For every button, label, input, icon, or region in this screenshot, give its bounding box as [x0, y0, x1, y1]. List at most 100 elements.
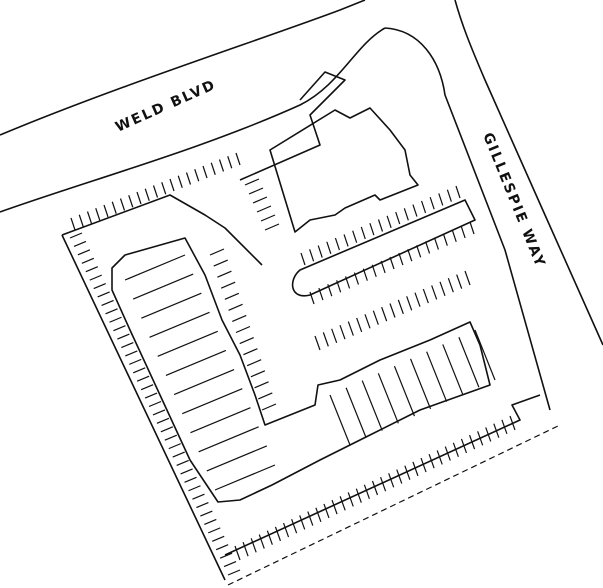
parking-stall [431, 285, 438, 300]
unit-divider [377, 373, 399, 424]
parking-stall [460, 438, 468, 454]
parking-stall [291, 519, 298, 534]
parking-stall [156, 417, 170, 424]
parking-stall [353, 272, 360, 285]
parking-stall [194, 169, 200, 182]
parking-stall [185, 172, 192, 185]
parking-stall [246, 359, 262, 367]
parking-stall [299, 515, 306, 530]
parking-stall [389, 256, 395, 270]
parking-stall [117, 333, 130, 340]
parking-stall [381, 306, 388, 322]
parking-stall [258, 392, 273, 400]
parking-stall [318, 287, 324, 301]
parking-stall [429, 196, 435, 210]
unit-divider [165, 349, 227, 377]
unit-divider [149, 311, 210, 338]
parking-stall [227, 156, 233, 169]
parking-stall [176, 459, 189, 467]
parking-stall [362, 268, 368, 281]
parking-stall [200, 510, 213, 517]
parking-stall [209, 248, 225, 256]
parking-stall [266, 530, 273, 545]
parking-stall [89, 274, 102, 281]
parking-stall [389, 303, 396, 318]
parking-stall [388, 473, 395, 488]
parking-stall [260, 214, 276, 222]
parking-stall [144, 188, 150, 201]
parking-stall [282, 522, 290, 538]
parking-stall [397, 299, 404, 315]
unit-divider [124, 254, 186, 281]
parking-stall [218, 159, 225, 172]
parking-stall [136, 191, 142, 205]
parking-stall [404, 465, 411, 480]
parking-stall [412, 461, 419, 477]
parking-stall [274, 526, 282, 542]
parking-stall [424, 241, 431, 254]
parking-stall [204, 518, 217, 526]
parking-stall [152, 409, 166, 416]
parking-stall [242, 541, 249, 557]
parking-stall [113, 325, 126, 332]
parking-stall [355, 488, 362, 503]
parking-stall [309, 291, 315, 305]
parking-stall [317, 245, 323, 258]
parking-stall [164, 434, 178, 441]
parking-stall [444, 446, 451, 461]
parking-stall [322, 332, 329, 347]
parking-stalls [69, 152, 516, 576]
parking-stall [220, 281, 236, 289]
parking-stall [436, 450, 443, 465]
parking-stall [78, 214, 84, 227]
parking-stall [261, 403, 277, 411]
parking-stall [452, 442, 459, 457]
parking-stall [398, 252, 404, 266]
parking-stall [347, 321, 354, 336]
parking-stall [152, 185, 159, 198]
parking-stall [180, 468, 193, 475]
unit-divider [157, 330, 218, 357]
parking-stall [192, 493, 205, 500]
parking-stall [493, 423, 500, 438]
parking-stall [414, 292, 421, 307]
parking-stall [464, 270, 471, 286]
parking-stall [86, 211, 93, 224]
unit-divider [409, 358, 432, 410]
parking-stall [422, 288, 429, 304]
unit-divider [458, 336, 480, 388]
parking-stall [347, 492, 354, 507]
parking-stall [85, 266, 99, 273]
parking-stall [77, 249, 91, 256]
unit-divider [198, 426, 259, 453]
drive-aisle-south [224, 394, 541, 556]
parking-stall [307, 511, 314, 526]
parking-stall [438, 193, 444, 206]
unit-divider [141, 292, 202, 319]
north-access [239, 71, 346, 181]
parking-stall [119, 198, 126, 211]
parking-stall [468, 434, 476, 450]
parking-stall [469, 221, 475, 235]
parking-stall [70, 217, 76, 231]
parking-stall [101, 299, 114, 306]
unit-divider [190, 407, 251, 434]
parking-stall [103, 204, 109, 218]
parking-stall [217, 270, 232, 278]
parking-stall [235, 152, 241, 166]
parking-stall [188, 485, 201, 492]
parking-stall [420, 200, 427, 214]
parking-stall [244, 178, 260, 186]
office-building [269, 107, 419, 233]
parking-stall [81, 257, 95, 264]
parking-stall [111, 201, 117, 214]
unit-divider [182, 388, 243, 415]
parking-stall [256, 205, 272, 213]
parking-stall [420, 457, 427, 473]
parking-stall [380, 476, 387, 492]
parking-stall [403, 208, 409, 221]
unit-divider [214, 464, 276, 491]
parking-stall [451, 229, 457, 242]
parking-stall [196, 502, 209, 509]
